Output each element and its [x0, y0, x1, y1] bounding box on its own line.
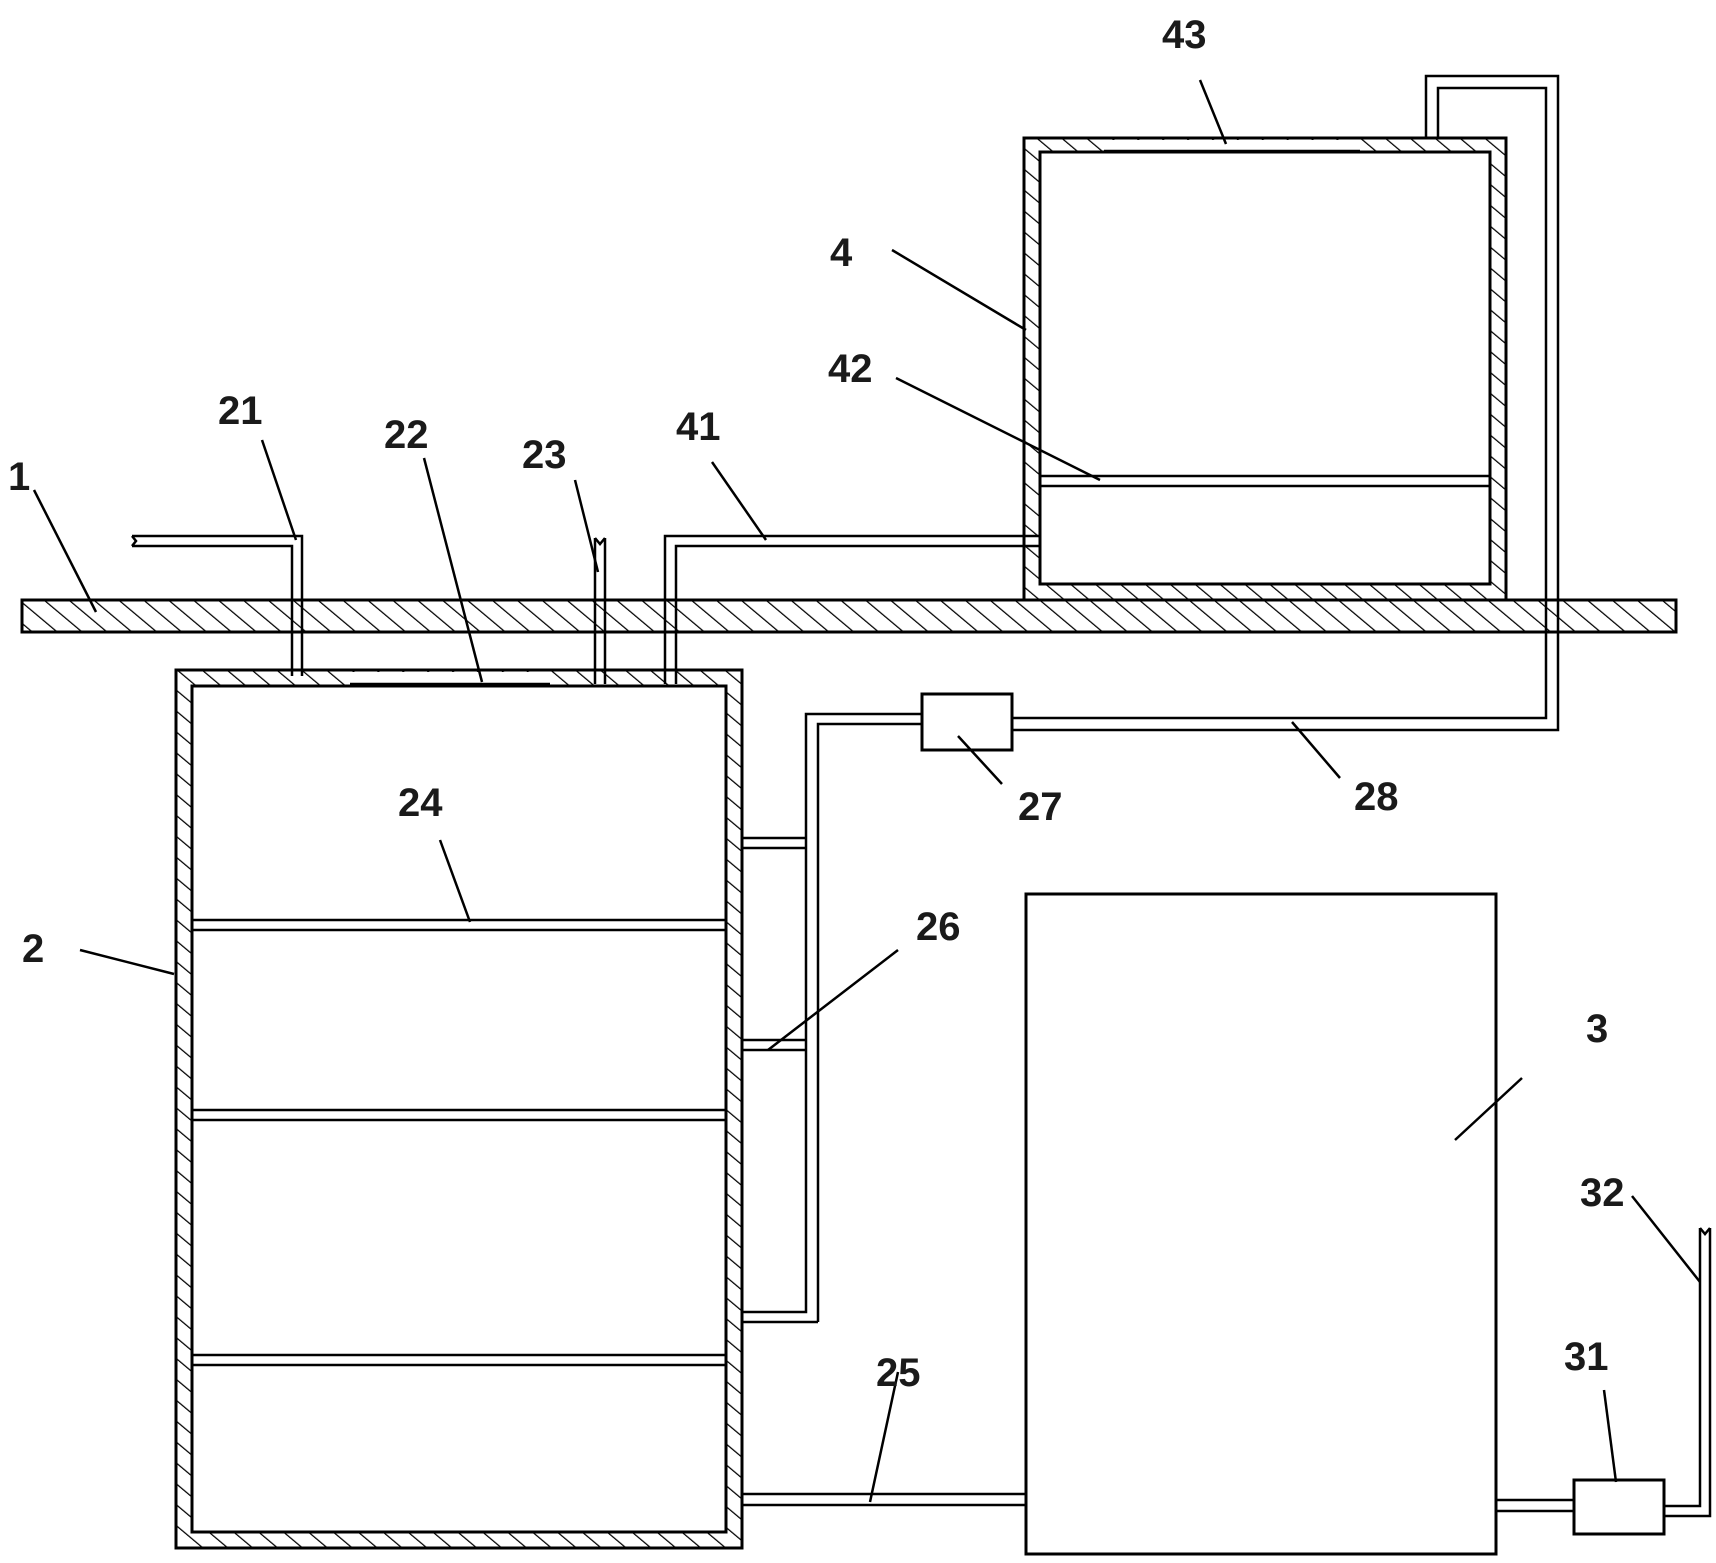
device-31 — [1572, 1478, 1666, 1536]
label-partition-42: 42 — [828, 347, 873, 391]
pipe-25 — [742, 1492, 1026, 1507]
label-pipe-25: 25 — [876, 1351, 921, 1395]
pipe-28 — [1012, 74, 1560, 732]
tank-4 — [1022, 136, 1508, 602]
label-cover-43: 43 — [1162, 13, 1207, 57]
label-tank-4: 4 — [830, 231, 853, 275]
label-device-31: 31 — [1564, 1335, 1609, 1379]
label-ground-slab: 1 — [8, 455, 30, 499]
box-3 — [1024, 892, 1498, 1556]
label-pipe-21: 21 — [218, 389, 263, 433]
pipe-41 — [663, 534, 1040, 684]
label-pipe-23: 23 — [522, 433, 567, 477]
ground-slab — [20, 598, 1678, 634]
pipe-32 — [1496, 1227, 1712, 1518]
label-pipe-41: 41 — [676, 405, 721, 449]
partitions-24 — [192, 918, 726, 1367]
label-partition-24: 24 — [398, 781, 443, 825]
label-pipe-32: 32 — [1580, 1171, 1625, 1215]
label-box-3: 3 — [1586, 1007, 1608, 1051]
tank-2 — [174, 668, 744, 1550]
pipe-26 — [742, 712, 922, 1324]
label-tank-2: 2 — [22, 927, 44, 971]
label-pipe-28: 28 — [1354, 775, 1399, 819]
label-pipe-26: 26 — [916, 905, 961, 949]
label-device-27: 27 — [1018, 785, 1063, 829]
leader-lines — [32, 79, 1701, 1503]
device-27 — [920, 692, 1014, 752]
pipe-21 — [131, 534, 304, 676]
label-cover-22: 22 — [384, 413, 429, 457]
